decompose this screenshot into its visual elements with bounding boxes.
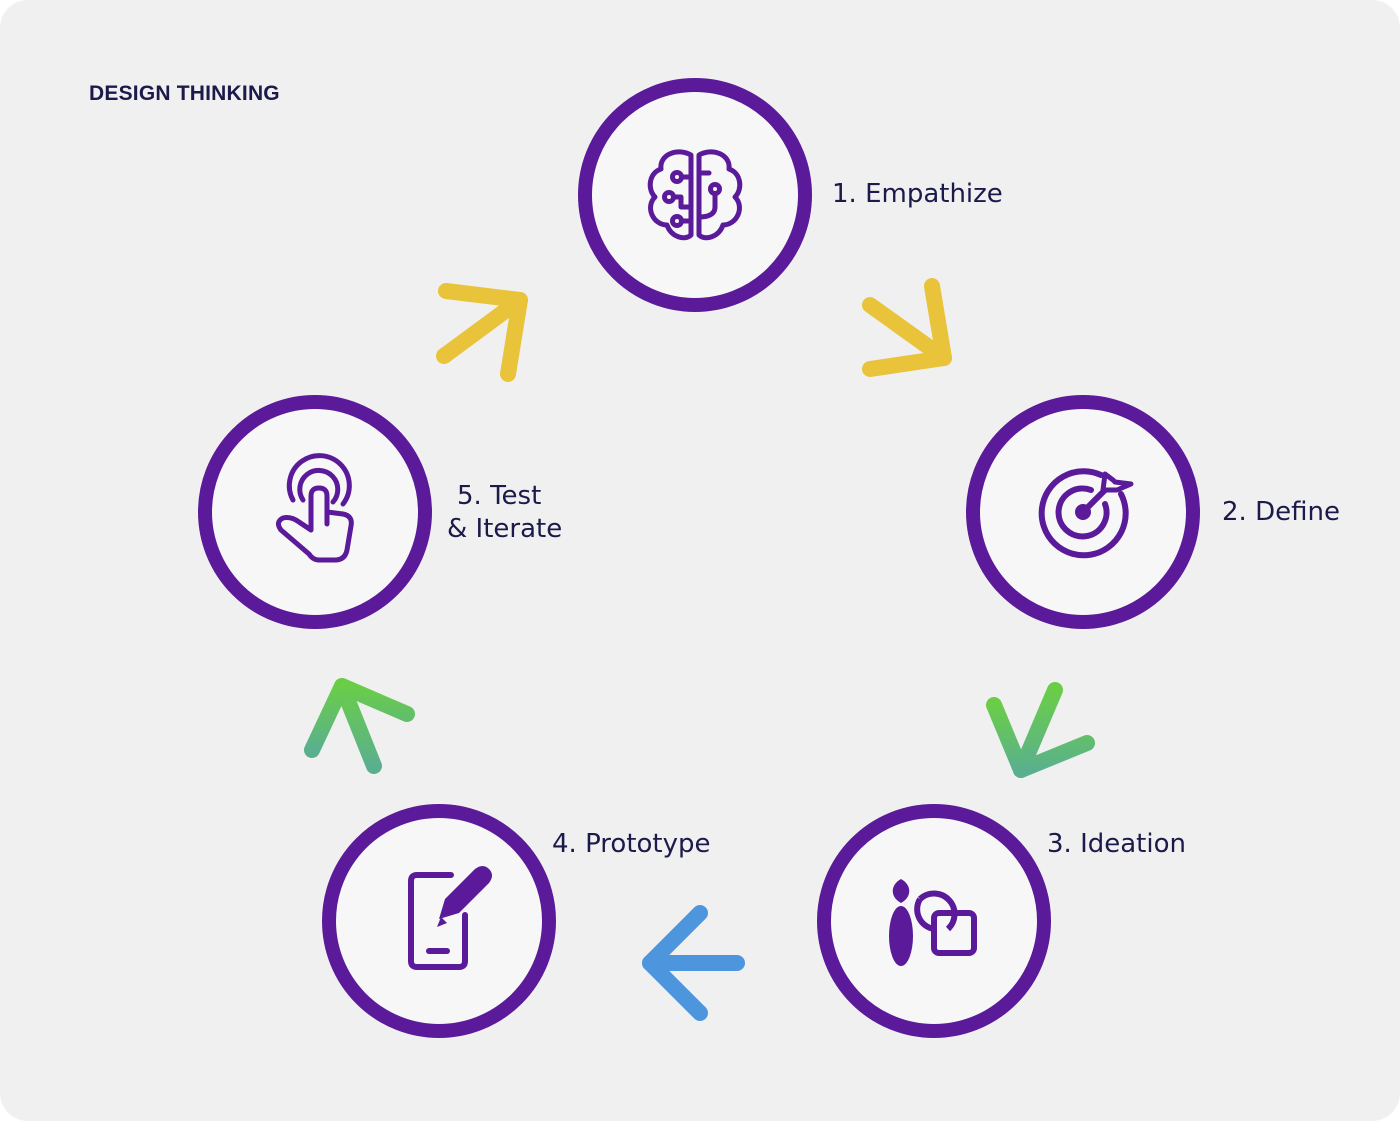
brain-icon bbox=[647, 149, 743, 241]
step-circle-prototype bbox=[322, 804, 556, 1038]
step-label-prototype: 4. Prototype bbox=[552, 828, 711, 861]
step-label-test: 5. Test & Iterate bbox=[447, 480, 562, 546]
pointer-hand-icon bbox=[275, 453, 354, 563]
step-circle-test bbox=[198, 395, 432, 629]
step-label-text: 3. Ideation bbox=[1047, 829, 1186, 859]
step-label-text: 5. Test bbox=[457, 481, 542, 511]
step-label-text: 2. Define bbox=[1222, 497, 1340, 527]
tablet-pencil-icon bbox=[408, 866, 492, 970]
arrow-test-to-empathize bbox=[436, 283, 528, 382]
brush-shapes-icon bbox=[889, 879, 977, 966]
step-circle-empathize bbox=[578, 78, 812, 312]
step-label-define: 2. Define bbox=[1222, 496, 1340, 529]
diagram-title: DESIGN THINKING bbox=[89, 82, 280, 105]
arrow-define-to-ideation bbox=[986, 682, 1095, 778]
target-icon bbox=[1038, 468, 1134, 559]
step-label-empathize: 1. Empathize bbox=[832, 178, 1003, 211]
arrow-prototype-to-test bbox=[304, 678, 415, 774]
arrow-empathize-to-define bbox=[862, 278, 952, 377]
step-label-text: & Iterate bbox=[447, 514, 563, 544]
arrow-ideation-to-prototype bbox=[642, 905, 745, 1021]
step-label-text: 4. Prototype bbox=[552, 829, 711, 859]
step-label-ideation: 3. Ideation bbox=[1047, 828, 1186, 861]
step-label-text: 1. Empathize bbox=[832, 179, 1003, 209]
